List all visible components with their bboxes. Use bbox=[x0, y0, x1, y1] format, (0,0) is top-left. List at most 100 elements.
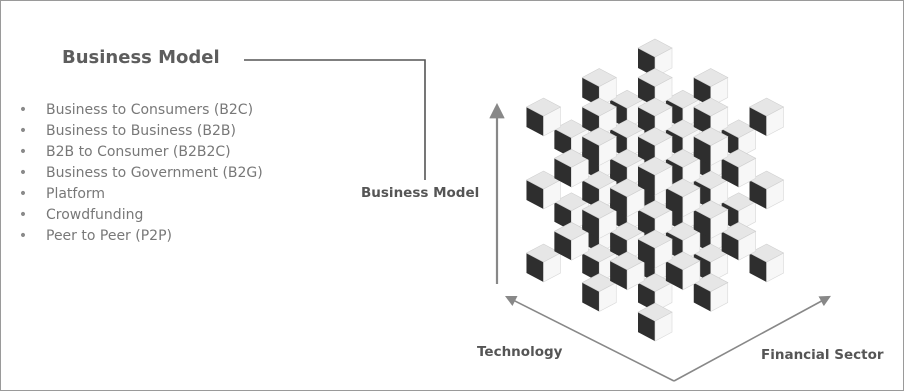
cube-left-face bbox=[526, 180, 544, 210]
financial-sector-axis-label: Financial Sector bbox=[761, 347, 884, 363]
cube bbox=[637, 97, 673, 137]
list-item-label: Platform bbox=[46, 186, 106, 202]
bullet-icon: • bbox=[18, 228, 28, 244]
cube-top-face bbox=[748, 97, 785, 117]
list-item: • Crowdfunding bbox=[16, 205, 263, 226]
cube-top-face bbox=[637, 302, 673, 322]
connector-line bbox=[244, 59, 426, 180]
cube-left-face bbox=[554, 201, 572, 231]
bullet-icon: • bbox=[18, 144, 28, 160]
cube bbox=[693, 200, 729, 240]
cube bbox=[637, 229, 673, 269]
cube-left-face bbox=[749, 107, 767, 137]
cube-left-face bbox=[610, 158, 628, 188]
bullet-icon: • bbox=[18, 165, 28, 181]
cube-left-face bbox=[582, 107, 600, 137]
financial-sector-axis-arrow bbox=[673, 295, 831, 382]
cube-left-face bbox=[638, 282, 655, 312]
cube-top-face bbox=[637, 229, 673, 249]
cube bbox=[637, 273, 673, 313]
list-item-label: Crowdfunding bbox=[46, 207, 144, 223]
cube-left-face bbox=[582, 180, 600, 210]
cube-top-face bbox=[637, 127, 673, 146]
list-item: • Business to Business (B2B) bbox=[16, 121, 263, 142]
cube-left-face bbox=[693, 209, 711, 239]
cube bbox=[637, 302, 673, 342]
cube bbox=[693, 170, 729, 210]
cube-left-face bbox=[638, 209, 655, 239]
cube-left-face bbox=[638, 166, 655, 196]
cube-left-face bbox=[638, 107, 655, 137]
cube-left-face bbox=[554, 231, 572, 261]
cube-left-face bbox=[610, 231, 628, 261]
cube-left-face bbox=[665, 187, 683, 217]
list-item: • Business to Consumers (B2C) bbox=[16, 100, 263, 121]
business-model-list: •Business to Consumers (B2C) •Business t… bbox=[16, 100, 263, 247]
cube-top-face bbox=[637, 38, 673, 58]
cube-left-face bbox=[554, 158, 572, 188]
cube-top-face bbox=[693, 127, 729, 146]
cube-left-face bbox=[638, 77, 655, 107]
cube bbox=[637, 200, 673, 240]
technology-axis-label: Technology bbox=[477, 344, 563, 360]
cube bbox=[525, 97, 562, 137]
cube-top-face bbox=[581, 68, 617, 87]
section-title: Business Model bbox=[62, 47, 220, 68]
cube bbox=[637, 127, 673, 167]
cube-left-face bbox=[582, 77, 600, 107]
cube-top-face bbox=[693, 97, 729, 117]
cube bbox=[637, 156, 673, 196]
list-item-label: Business to Business (B2B) bbox=[46, 123, 236, 139]
cube bbox=[581, 68, 617, 108]
cube-left-face bbox=[749, 253, 767, 283]
bullet-icon: • bbox=[18, 123, 28, 139]
cube bbox=[609, 251, 645, 291]
list-item: • Platform bbox=[16, 184, 263, 205]
cube-top-face bbox=[525, 97, 562, 117]
cube bbox=[581, 273, 617, 313]
cube-left-face bbox=[638, 312, 655, 342]
cube-top-face bbox=[637, 68, 673, 87]
cube-left-face bbox=[582, 209, 600, 239]
cube-left-face bbox=[693, 107, 711, 137]
vertical-axis-label: Business Model bbox=[361, 185, 480, 201]
cube bbox=[553, 221, 590, 261]
list-item: •Business to Government (B2G) bbox=[16, 163, 263, 184]
cube-left-face bbox=[638, 48, 655, 77]
cube-top-face bbox=[637, 97, 673, 117]
cube bbox=[720, 221, 757, 261]
cube-left-face bbox=[554, 128, 572, 158]
bullet-icon: • bbox=[18, 207, 28, 223]
cube bbox=[553, 148, 590, 188]
cube bbox=[665, 178, 701, 218]
cube-left-face bbox=[638, 136, 655, 166]
cube-left-face bbox=[610, 187, 628, 217]
cube bbox=[581, 127, 617, 167]
cube-left-face bbox=[721, 158, 739, 188]
cube bbox=[525, 170, 562, 210]
cube-left-face bbox=[693, 282, 711, 312]
cube-grid bbox=[525, 38, 785, 342]
cube bbox=[693, 127, 729, 167]
cube bbox=[693, 68, 729, 108]
cube-left-face bbox=[526, 253, 544, 283]
cube bbox=[581, 200, 617, 240]
cube bbox=[748, 97, 785, 137]
cube-left-face bbox=[582, 282, 600, 312]
cube bbox=[609, 178, 645, 218]
list-item-label: Peer to Peer (P2P) bbox=[46, 228, 172, 244]
cube-left-face bbox=[610, 260, 628, 290]
cube-top-face bbox=[693, 68, 729, 87]
bullet-icon: • bbox=[18, 102, 28, 118]
cube bbox=[525, 243, 562, 283]
cube-left-face bbox=[582, 136, 600, 166]
list-item-label: Business to Consumers (B2C) bbox=[46, 102, 254, 118]
bullet-icon: • bbox=[18, 186, 28, 202]
cube-left-face bbox=[693, 136, 711, 166]
list-item-label: B2B to Consumer (B2B2C) bbox=[46, 144, 231, 160]
cube-left-face bbox=[749, 180, 767, 210]
cube-left-face bbox=[721, 231, 739, 261]
cube bbox=[748, 170, 785, 210]
